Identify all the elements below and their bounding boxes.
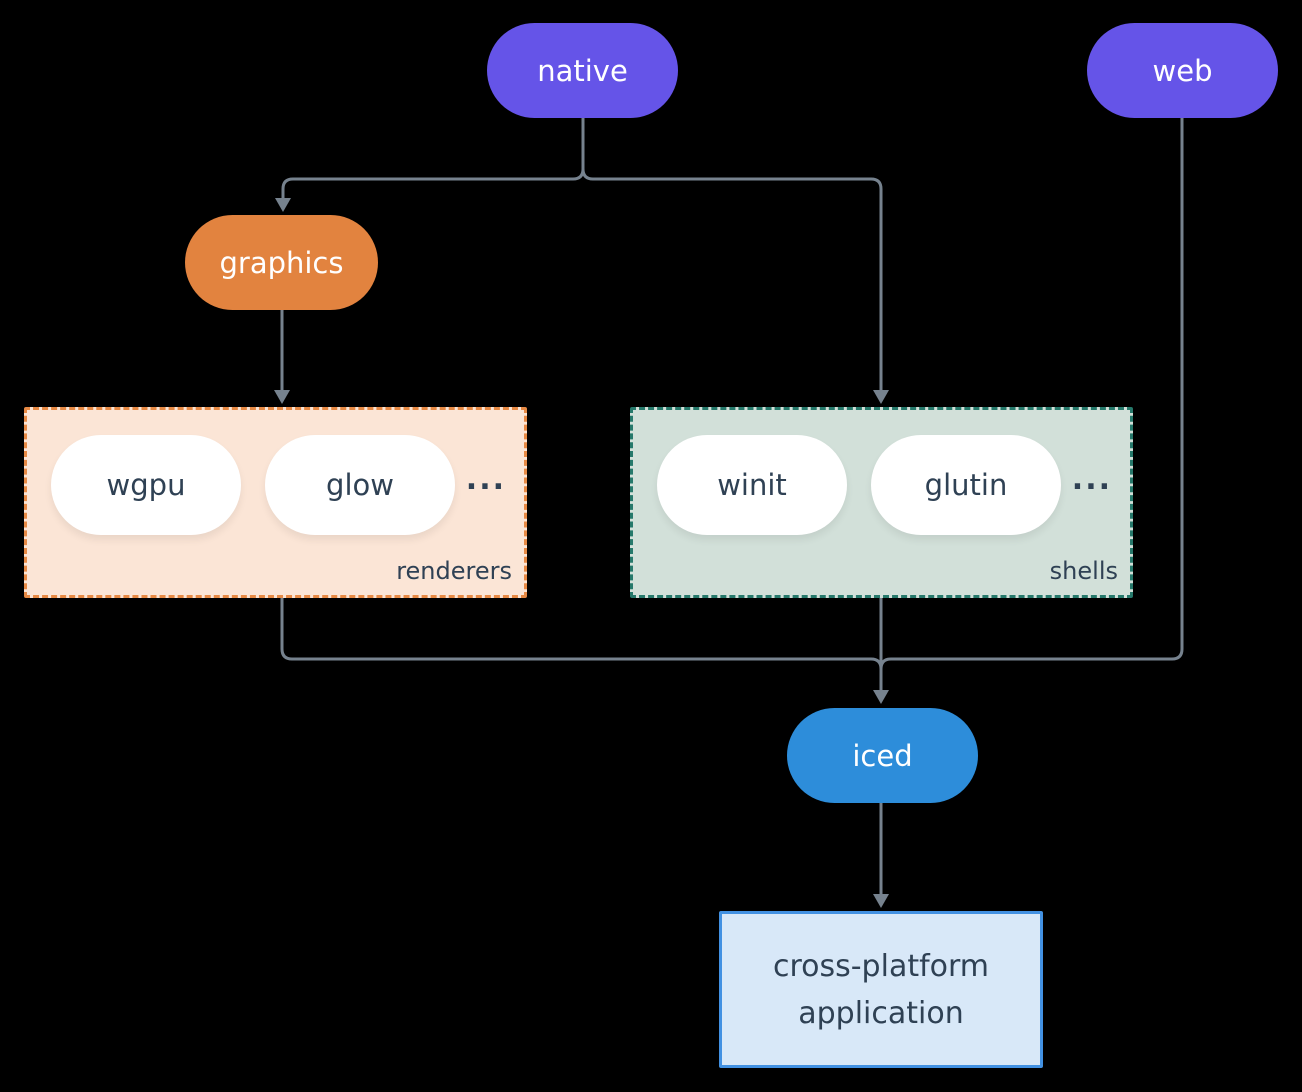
node-web: web bbox=[1087, 23, 1278, 118]
group-renderers: wgpu glow ... renderers bbox=[24, 407, 527, 598]
node-application-label: cross-platform application bbox=[772, 948, 990, 1031]
node-iced-label: iced bbox=[852, 738, 913, 773]
shells-ellipsis: ... bbox=[1071, 462, 1112, 497]
node-winit-label: winit bbox=[717, 468, 787, 502]
node-native: native bbox=[487, 23, 678, 118]
node-winit: winit bbox=[657, 435, 847, 535]
edge-renderers-iced bbox=[280, 598, 883, 670]
node-glow-label: glow bbox=[326, 468, 394, 502]
arrowhead-native-shells bbox=[873, 390, 889, 404]
node-cross-platform-application: cross-platform application bbox=[719, 911, 1043, 1068]
edge-native-graphics bbox=[281, 118, 585, 198]
renderers-group-label: renderers bbox=[396, 557, 512, 585]
node-web-label: web bbox=[1152, 53, 1213, 88]
node-iced: iced bbox=[787, 708, 978, 803]
node-graphics: graphics bbox=[185, 215, 378, 310]
renderers-ellipsis: ... bbox=[465, 462, 506, 497]
node-glutin: glutin bbox=[871, 435, 1061, 535]
node-wgpu-label: wgpu bbox=[106, 468, 186, 502]
edge-native-shells bbox=[581, 118, 883, 390]
arrowhead-graphics-renderers bbox=[274, 390, 290, 404]
shells-group-label: shells bbox=[1049, 557, 1118, 585]
node-glow: glow bbox=[265, 435, 455, 535]
arrowhead-merge-iced bbox=[873, 690, 889, 704]
node-wgpu: wgpu bbox=[51, 435, 241, 535]
arrowhead-native-graphics bbox=[275, 198, 291, 212]
node-native-label: native bbox=[537, 53, 628, 88]
node-graphics-label: graphics bbox=[219, 245, 344, 280]
group-shells: winit glutin ... shells bbox=[630, 407, 1133, 598]
arrowhead-iced-application bbox=[873, 894, 889, 908]
node-glutin-label: glutin bbox=[924, 468, 1008, 502]
